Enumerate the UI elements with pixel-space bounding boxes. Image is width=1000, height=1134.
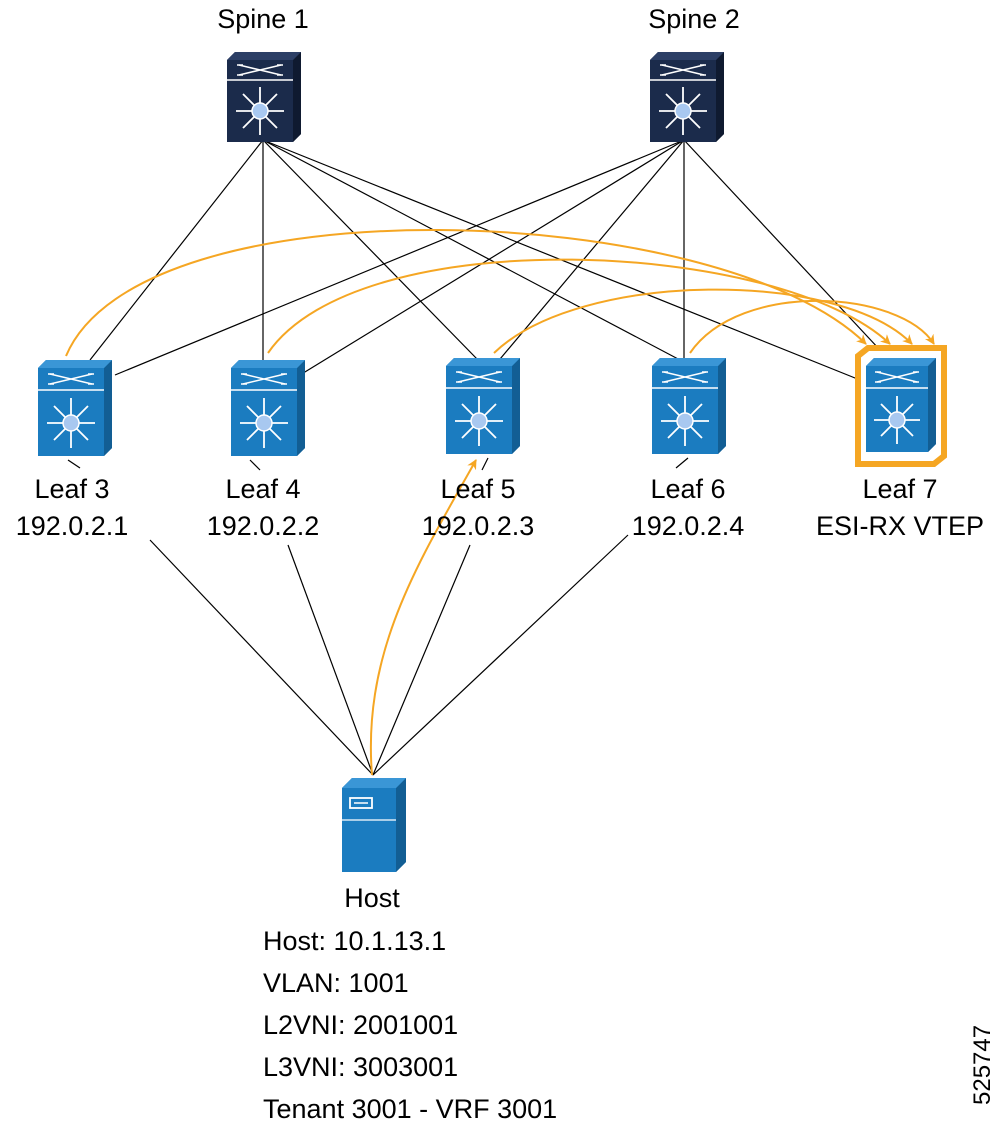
leaf-4-switch-icon: [231, 360, 305, 456]
spine-leaf-links: [89, 139, 881, 381]
leaf-5-switch-icon: [446, 358, 520, 454]
flow-leaf4-to-leaf7: [267, 258, 891, 354]
leaf-3-switch-icon: [38, 360, 112, 456]
host-detail-l2vni: L2VNI: 2001001: [263, 1010, 458, 1040]
host-detail-l3vni: L3VNI: 3003001: [263, 1052, 458, 1082]
host-detail-vlan: VLAN: 1001: [263, 968, 409, 998]
leaf-5-address: 192.0.2.3: [422, 511, 535, 541]
flow-leaf3-to-leaf7: [65, 229, 867, 357]
leaf-7-switch-icon: [866, 358, 936, 452]
leaf-5-label: Leaf 5: [440, 474, 515, 504]
flow-leaf6-to-leaf7: [689, 299, 935, 354]
host-detail-ip: Host: 10.1.13.1: [263, 926, 446, 956]
spine-2-switch-icon: [650, 52, 724, 142]
flow-host-to-leaf5: [369, 459, 477, 776]
leaf-4-address: 192.0.2.2: [207, 511, 320, 541]
leaf-6-switch-icon: [652, 358, 726, 454]
leaf-7-highlight-frame: [855, 345, 947, 467]
host-label: Host: [344, 883, 400, 913]
figure-id: 525747: [969, 1025, 996, 1105]
host-server-icon: [342, 778, 406, 872]
leaf-7-label: Leaf 7: [862, 474, 937, 504]
host-detail-tenant-vrf: Tenant 3001 - VRF 3001: [263, 1094, 557, 1124]
leaf-host-links: [67, 457, 689, 776]
leaf-4-label: Leaf 4: [225, 474, 300, 504]
spine-1-label: Spine 1: [217, 4, 309, 34]
spine-1-switch-icon: [227, 52, 301, 142]
spine-2-label: Spine 2: [648, 4, 740, 34]
flow-leaf5-to-leaf7: [493, 288, 913, 354]
traffic-flows: [65, 229, 935, 776]
leaf-7-role: ESI-RX VTEP: [816, 511, 984, 541]
leaf-3-label: Leaf 3: [34, 474, 109, 504]
leaf-6-address: 192.0.2.4: [632, 511, 745, 541]
leaf-3-address: 192.0.2.1: [16, 511, 129, 541]
host-details: Host: 10.1.13.1 VLAN: 1001 L2VNI: 200100…: [263, 926, 557, 1124]
leaf-6-label: Leaf 6: [650, 474, 725, 504]
